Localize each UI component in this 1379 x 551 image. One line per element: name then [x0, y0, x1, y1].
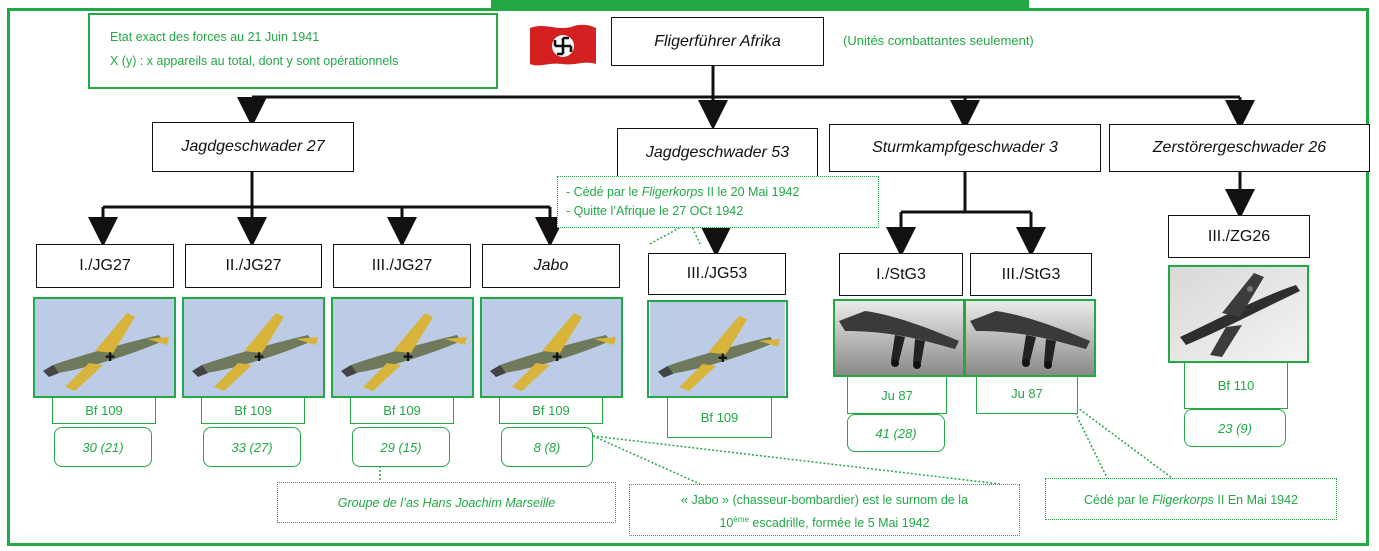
legend-box: Etat exact des forces au 21 Juin 1941 X …: [88, 13, 498, 89]
stg3-callout: Cédé par le Fligerkorps II En Mai 1942: [1045, 478, 1337, 520]
aircraft-type: Bf 110: [1184, 363, 1288, 409]
unit-label: III./ZG26: [1207, 227, 1271, 245]
legend-line-1: Etat exact des forces au 21 Juin 1941: [110, 30, 320, 44]
wing-label: Jagdgeschwader 53: [645, 143, 790, 161]
unit-label: II./JG27: [225, 257, 282, 274]
unit-label: I./JG27: [79, 257, 131, 274]
root-label: Fligerführer Afrika: [654, 32, 781, 50]
aircraft-photo-bf109: ✚: [480, 297, 623, 398]
legend-line-2: X (y) : x appareils au total, dont y son…: [110, 54, 399, 68]
root-note: (Unités combattantes seulement): [843, 33, 1034, 48]
jabo-callout: « Jabo » (chasseur-bombardier) est le su…: [629, 484, 1020, 536]
wing-jg53: Jagdgeschwader 53: [617, 128, 818, 177]
unit-label: III./JG53: [686, 265, 748, 282]
aircraft-photo-bf109: ✚: [33, 297, 176, 398]
svg-text:✚: ✚: [403, 350, 413, 364]
aircraft-count: 41 (28): [847, 414, 945, 452]
aircraft-type: Bf 109: [499, 398, 603, 424]
aircraft-type: Ju 87: [847, 377, 947, 414]
root-box: Fligerführer Afrika: [611, 17, 824, 66]
unit-jabo: Jabo: [482, 244, 620, 288]
top-accent-bar: [491, 0, 1029, 9]
diagram-frame: [7, 8, 1369, 546]
svg-text:✚: ✚: [718, 351, 728, 365]
wing-label: Jagdgeschwader 27: [181, 138, 325, 155]
unit-i-stg3: I./StG3: [839, 253, 963, 296]
aircraft-photo-bf109: ✚: [331, 297, 474, 398]
unit-iii-jg27: III./JG27: [333, 244, 471, 288]
aircraft-count: 33 (27): [203, 427, 301, 467]
aircraft-photo-bf109: ✚: [647, 300, 788, 398]
aircraft-type: Bf 109: [201, 398, 305, 424]
unit-label: III./StG3: [1001, 265, 1061, 283]
wing-label: Sturmkampfgeschwader 3: [872, 139, 1058, 156]
wing-zg26: Zerstörergeschwader 26: [1109, 124, 1370, 172]
aircraft-type: Ju 87: [976, 377, 1078, 414]
flag-icon: [530, 24, 596, 66]
marseille-callout: Groupe de l’as Hans Joachim Marseille: [277, 482, 616, 523]
unit-iii-jg53: III./JG53: [648, 253, 786, 295]
svg-text:✚: ✚: [552, 350, 562, 364]
unit-label: Jabo: [533, 257, 569, 274]
aircraft-type: Bf 109: [350, 398, 454, 424]
wing-label: Zerstörergeschwader 26: [1152, 139, 1327, 156]
unit-label: III./JG27: [371, 257, 433, 274]
wing-jg27: Jagdgeschwader 27: [152, 122, 354, 172]
svg-text:✚: ✚: [254, 350, 264, 364]
unit-iii-zg26: III./ZG26: [1168, 215, 1310, 258]
aircraft-count: 30 (21): [54, 427, 152, 467]
unit-ii-jg27: II./JG27: [185, 244, 322, 288]
aircraft-count: 8 (8): [501, 427, 593, 467]
aircraft-type: Bf 109: [667, 398, 772, 438]
unit-label: I./StG3: [876, 265, 926, 283]
jg53-callout: - Cédé par le Fligerkorps II le 20 Mai 1…: [557, 176, 879, 228]
unit-i-jg27: I./JG27: [36, 244, 174, 288]
aircraft-photo-bf109: ✚: [182, 297, 325, 398]
aircraft-count: 23 (9): [1184, 409, 1286, 447]
unit-iii-stg3: III./StG3: [970, 253, 1092, 296]
wing-stg3: Sturmkampfgeschwader 3: [829, 124, 1101, 172]
aircraft-type: Bf 109: [52, 398, 156, 424]
aircraft-count: 29 (15): [352, 427, 450, 467]
svg-text:✚: ✚: [105, 350, 115, 364]
aircraft-photo-ju87: [964, 299, 1096, 377]
aircraft-photo-ju87: [833, 299, 965, 377]
aircraft-photo-bf110: [1168, 265, 1309, 363]
